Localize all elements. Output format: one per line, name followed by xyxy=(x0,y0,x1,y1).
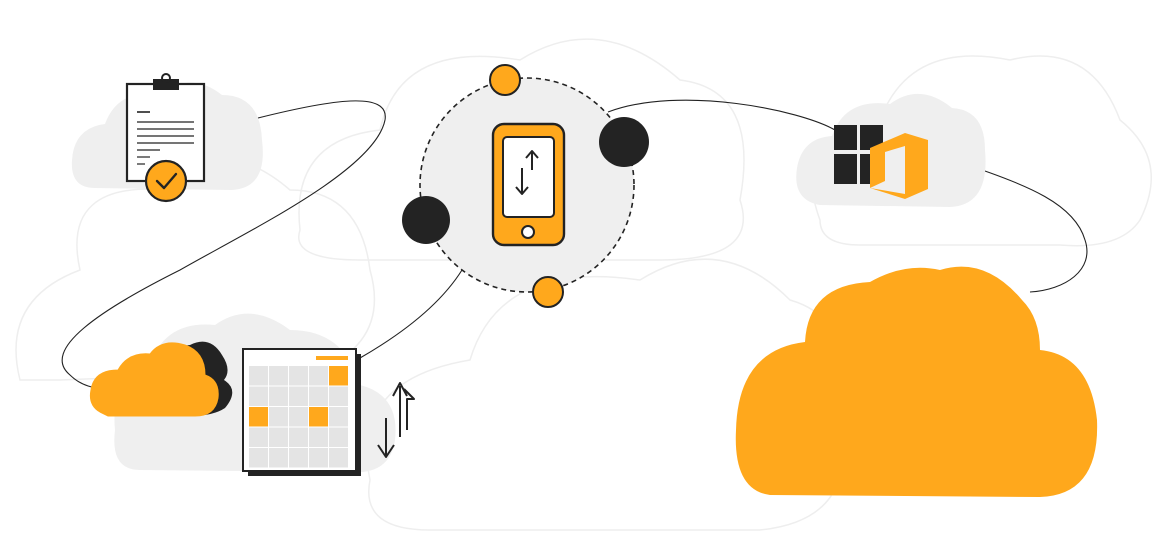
phone-down-arrow-icon xyxy=(515,168,529,195)
calendar-cell-highlighted xyxy=(249,407,268,427)
calendar-cell xyxy=(329,407,348,427)
smartphone-sync-icon xyxy=(491,122,566,247)
calendar-cell xyxy=(269,448,288,468)
windows-office-icon xyxy=(834,125,928,199)
calendar-cell xyxy=(289,407,308,427)
calendar-cell xyxy=(249,386,268,406)
check-badge xyxy=(144,159,188,203)
calendar-cell xyxy=(289,366,308,386)
calendar-cell xyxy=(329,448,348,468)
orbit-dot-right xyxy=(599,117,649,167)
calendar-cell xyxy=(249,448,268,468)
calendar-cell xyxy=(309,386,328,406)
sync-arrows-icon xyxy=(377,382,415,458)
large-cloud-icon xyxy=(735,266,1098,497)
calendar-cell xyxy=(269,366,288,386)
connector-lines xyxy=(61,99,1088,389)
connector-office-to-bigcloud xyxy=(957,161,1088,293)
calendar-cell xyxy=(309,366,328,386)
calendar-cell-highlighted xyxy=(309,407,328,427)
windows-pane-tr xyxy=(860,125,883,150)
phone-node xyxy=(402,64,649,308)
calendar-cell xyxy=(269,427,288,447)
clipboard-node xyxy=(71,73,263,203)
small-cloud-icon xyxy=(89,341,233,417)
calendar-cell xyxy=(269,386,288,406)
calendar-cell xyxy=(249,427,268,447)
connector-clipboard-to-calendar xyxy=(61,100,386,389)
phone-up-arrow-icon xyxy=(525,150,539,170)
calendar-cell xyxy=(289,448,308,468)
office-cloud-bg xyxy=(796,93,986,207)
calendar-cell xyxy=(309,427,328,447)
orbit-dot-top xyxy=(489,64,521,96)
connector-phone-to-office xyxy=(607,99,836,131)
calendar-cell xyxy=(329,427,348,447)
office-node xyxy=(796,93,986,207)
connector-calendar-to-phone xyxy=(359,269,463,359)
windows-pane-tl xyxy=(834,125,857,150)
calendar-cell xyxy=(289,386,308,406)
calendar-grid-icon xyxy=(242,348,361,476)
calendar-node xyxy=(89,313,415,476)
calendar-cell xyxy=(329,386,348,406)
office-logo-icon xyxy=(870,133,928,199)
orbit-dot-left xyxy=(402,196,450,244)
sync-down-arrow-icon xyxy=(377,418,395,458)
clipboard-check-icon xyxy=(125,73,206,203)
calendar-cell xyxy=(269,407,288,427)
calendar-cell-highlighted xyxy=(329,366,348,386)
windows-pane-bl xyxy=(834,154,857,184)
sync-up-arrow-icon xyxy=(392,382,415,437)
check-mark-icon xyxy=(155,172,178,190)
orbit-dot-bottom xyxy=(532,276,564,308)
calendar-cells xyxy=(249,366,348,468)
calendar-cell xyxy=(249,366,268,386)
calendar-cell xyxy=(289,427,308,447)
calendar-header-bar xyxy=(316,356,348,360)
calendar-cell xyxy=(309,448,328,468)
